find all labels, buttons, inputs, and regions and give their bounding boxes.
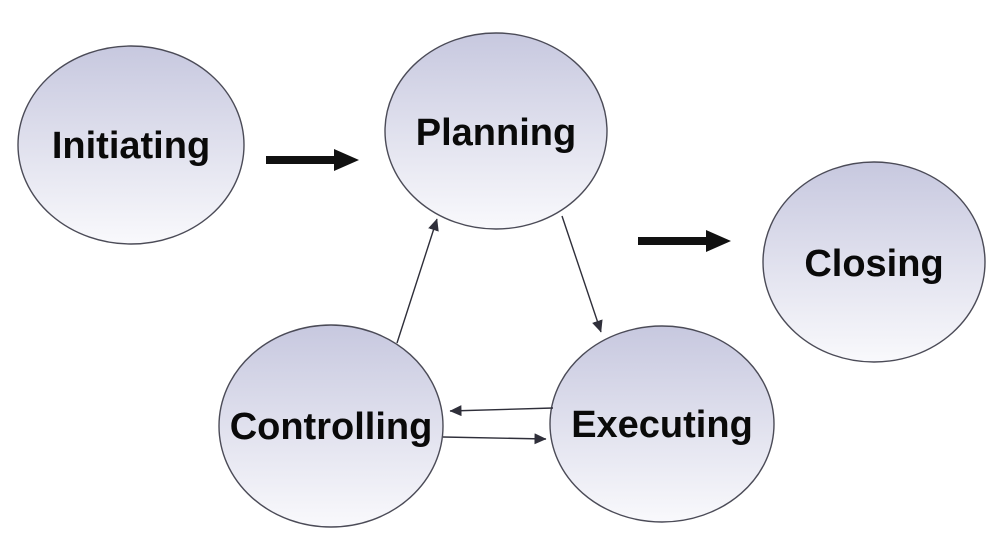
node-planning-shape: [384, 32, 608, 230]
node-closing: Closing: [762, 161, 986, 363]
node-controlling: Controlling: [218, 324, 444, 528]
thick-arrow-initiating-to-planning: [266, 149, 359, 171]
node-planning: Planning: [384, 32, 608, 230]
node-initiating: Initiating: [17, 45, 245, 245]
thick-arrow-planning-to-closing: [638, 230, 731, 252]
node-executing-shape: [549, 325, 775, 523]
node-controlling-shape: [218, 324, 444, 528]
node-initiating-shape: [17, 45, 245, 245]
thin-arrow-planning-to-executing: [561, 215, 603, 333]
node-closing-shape: [762, 161, 986, 363]
node-closing-label: Closing: [804, 243, 943, 285]
thin-arrow-controlling-to-planning: [396, 218, 439, 344]
node-controlling-label: Controlling: [230, 406, 433, 448]
node-planning-label: Planning: [416, 112, 576, 154]
thin-arrow-controlling-to-executing: [442, 433, 547, 445]
thin-arrow-executing-to-controlling: [449, 405, 554, 417]
node-executing: Executing: [549, 325, 775, 523]
node-executing-label: Executing: [571, 404, 753, 446]
node-initiating-label: Initiating: [52, 125, 210, 167]
